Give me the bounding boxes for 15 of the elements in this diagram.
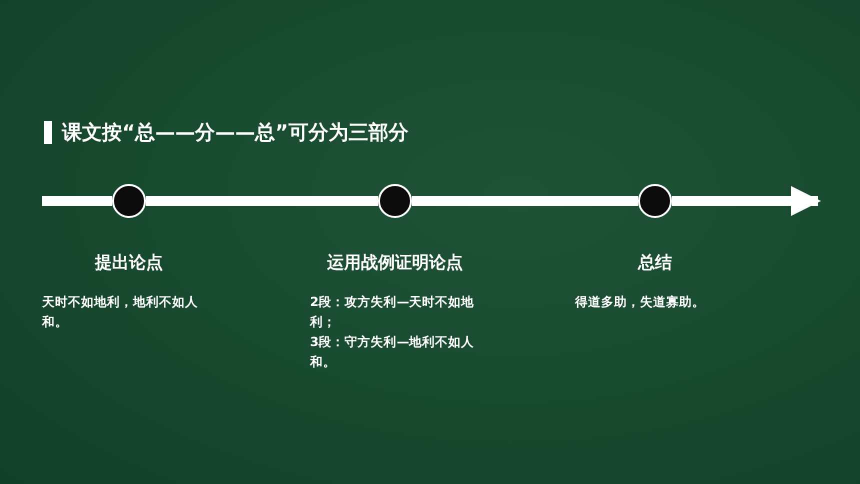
connector-line [412,196,638,206]
title: 课文按“总——分——总”可分为三部分 [62,119,408,146]
arrow [672,186,821,216]
timeline-dot [638,184,672,218]
step-heading: 总结 [636,252,673,274]
step-description: 天时不如地利，地利不如人和。 [42,293,199,331]
connector-line [146,196,378,206]
timeline-dot [378,184,412,218]
connector-line [42,196,112,206]
step-heading: 运用战例证明论点 [326,252,464,274]
timeline-dot [112,184,146,218]
step-description: 得道多助，失道寡助。 [575,293,706,311]
step-description: 2段：攻方失利—天时不如地利； [310,293,476,331]
step-heading: 提出论点 [94,252,164,274]
step-description: 3段：守方失利—地利不如人和。 [310,333,476,371]
